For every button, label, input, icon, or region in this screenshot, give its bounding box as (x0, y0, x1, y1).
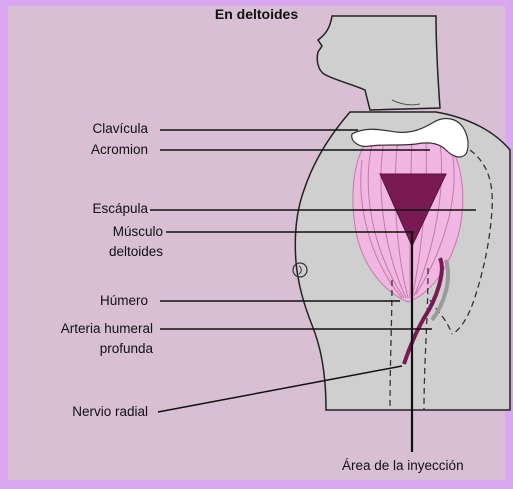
label-escapula: Escápula (92, 201, 148, 217)
label-humero: Húmero (100, 293, 148, 309)
label-musculo: Músculo (113, 224, 163, 240)
diagram-title: En deltoides (0, 6, 513, 22)
label-area-inyeccion: Área de la inyección (342, 458, 464, 474)
label-nervio: Nervio radial (72, 404, 148, 420)
label-deltoides: deltoides (109, 244, 163, 260)
label-acromion: Acromion (91, 142, 148, 158)
label-profunda: profunda (100, 341, 153, 357)
label-clavicula: Clavícula (92, 121, 148, 137)
label-arteria: Arteria humeral (61, 321, 153, 337)
